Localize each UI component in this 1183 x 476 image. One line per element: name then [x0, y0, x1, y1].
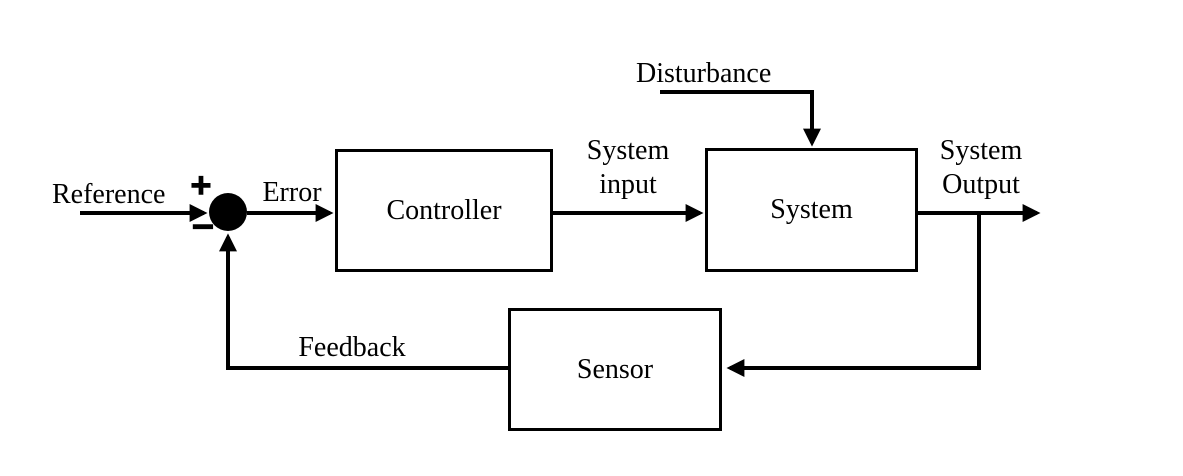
sensor-block: Sensor: [508, 308, 722, 431]
sensor-block-label: Sensor: [576, 353, 654, 385]
output-to-sensor-arrow: [726, 213, 981, 377]
system-input-label-line1: System: [586, 135, 670, 166]
plus-sign: +: [189, 168, 214, 201]
system-input-label-line2: input: [599, 169, 657, 200]
reference-label: Reference: [52, 179, 166, 210]
summing-junction: [209, 193, 247, 231]
system-output-label: System Output: [910, 134, 1052, 202]
disturbance-arrow: [660, 90, 821, 147]
system-block: System: [705, 148, 918, 272]
controller-block: Controller: [335, 149, 553, 272]
sensor-to-junction-arrow: [219, 233, 508, 370]
error-label: Error: [262, 177, 322, 208]
system-block-label: System: [770, 194, 853, 225]
disturbance-label: Disturbance: [636, 58, 772, 89]
system-input-label: System input: [558, 134, 698, 202]
controller-block-label: Controller: [386, 194, 502, 226]
system-output-label-line2: Output: [942, 169, 1020, 200]
feedback-label: Feedback: [298, 332, 406, 363]
system-output-label-line1: System: [939, 135, 1023, 166]
minus-sign: −: [190, 209, 217, 244]
